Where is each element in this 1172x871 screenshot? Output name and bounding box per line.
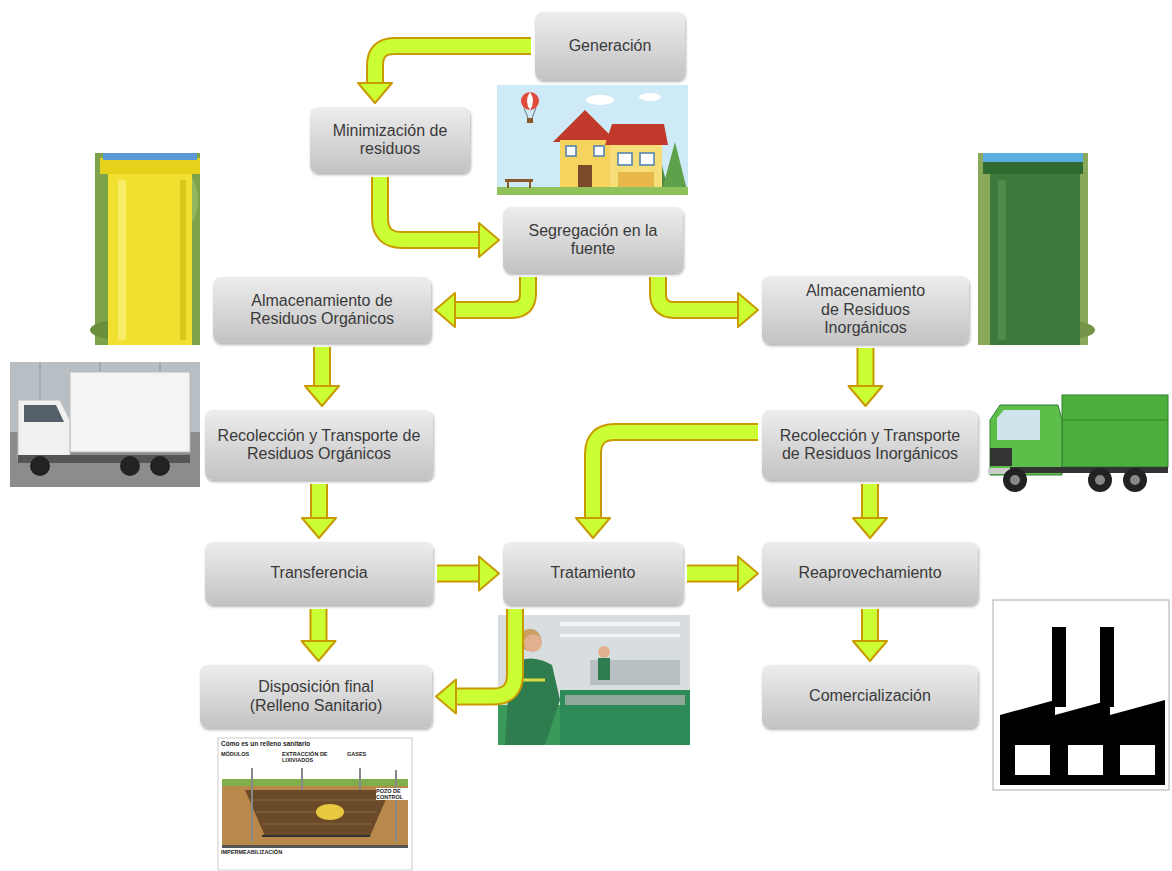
yellow-bin xyxy=(90,153,200,345)
box-label: Recolección y Transporte de Residuos Org… xyxy=(216,427,422,464)
arrow-outline xyxy=(380,177,481,240)
flow-arrow xyxy=(849,348,883,406)
arrow-shaft xyxy=(437,567,481,581)
box-label: Disposición final (Relleno Sanitario) xyxy=(229,678,404,715)
flow-arrow xyxy=(302,609,336,661)
arrow-head xyxy=(738,293,758,327)
arrow-shaft xyxy=(863,484,877,520)
box-label: Comercialización xyxy=(809,687,931,705)
arrow-head xyxy=(738,557,758,591)
illustration-label: EXTRACCIÓN DE LIXIVIADOS xyxy=(282,751,334,763)
arrow-outline xyxy=(313,347,331,388)
arrow-outline xyxy=(593,432,758,520)
arrow-head xyxy=(479,557,499,591)
arrow-head xyxy=(576,518,610,538)
process-box: Disposición final (Relleno Sanitario) xyxy=(200,665,432,728)
arrow-head xyxy=(302,641,336,661)
illustration-label: IMPERMEABILIZACIÓN xyxy=(221,849,282,855)
arrow-shaft xyxy=(593,432,758,520)
process-box: Minimización de residuos xyxy=(310,107,470,173)
process-box: Transferencia xyxy=(205,542,433,605)
flow-arrow xyxy=(437,557,499,591)
flow-arrow xyxy=(853,609,887,661)
process-box: Reaprovechamiento xyxy=(762,542,978,605)
process-box: Comercialización xyxy=(762,665,978,728)
flow-arrow xyxy=(305,347,339,406)
arrow-shaft xyxy=(859,348,873,388)
arrow-shaft xyxy=(658,277,740,310)
box-label: Tratamiento xyxy=(551,564,636,582)
arrow-outline xyxy=(857,348,875,388)
arrow-head xyxy=(358,83,392,103)
arrow-outline xyxy=(658,277,740,310)
flow-arrow xyxy=(380,177,499,257)
box-label: Almacenamiento de Residuos Inorgánicos xyxy=(798,282,933,337)
arrow-head xyxy=(853,641,887,661)
factory-icon xyxy=(993,600,1169,790)
arrow-outline xyxy=(861,484,879,520)
process-box: Almacenamiento de Residuos Inorgánicos xyxy=(762,276,969,344)
flow-arrow xyxy=(687,557,758,591)
arrow-shaft xyxy=(312,609,326,643)
flow-arrow xyxy=(658,277,758,327)
arrow-head xyxy=(436,680,456,714)
green-truck xyxy=(988,395,1168,492)
arrow-shaft xyxy=(687,567,740,581)
flow-arrow xyxy=(576,432,758,538)
arrow-shaft xyxy=(380,177,481,240)
flow-arrow xyxy=(358,46,531,103)
arrow-shaft xyxy=(453,277,528,310)
box-label: Generación xyxy=(569,37,652,55)
flow-arrow xyxy=(436,609,515,714)
box-label: Almacenamiento de Residuos Orgánicos xyxy=(224,292,420,329)
box-label: Segregación en la fuente xyxy=(514,222,672,259)
arrow-head xyxy=(479,223,499,257)
box-label: Reaprovechamiento xyxy=(798,564,941,582)
arrow-outline xyxy=(453,277,528,310)
arrow-head xyxy=(302,518,336,538)
process-box: Generación xyxy=(535,12,685,80)
process-box: Recolección y Transporte de Residuos Org… xyxy=(205,410,433,480)
illustration-label: Cómo es un relleno sanitario xyxy=(221,740,310,747)
arrow-outline xyxy=(687,565,740,583)
landfill-illustration xyxy=(218,738,412,870)
flow-arrow xyxy=(435,277,528,327)
arrow-shaft xyxy=(454,609,515,697)
sorting-photo xyxy=(498,615,690,745)
flow-arrow xyxy=(853,484,887,538)
arrow-head xyxy=(305,386,339,406)
arrow-outline xyxy=(310,609,328,643)
flow-arrow xyxy=(302,484,336,538)
arrow-head xyxy=(853,518,887,538)
arrow-shaft xyxy=(375,46,531,85)
arrow-head xyxy=(849,386,883,406)
illustration-label: GASES xyxy=(347,751,366,757)
arrow-head xyxy=(435,293,455,327)
arrow-outline xyxy=(310,484,328,520)
white-truck xyxy=(10,362,200,487)
box-label: Minimización de residuos xyxy=(321,122,459,159)
arrow-outline xyxy=(437,565,481,583)
box-label: Transferencia xyxy=(270,564,367,582)
process-box: Almacenamiento de Residuos Orgánicos xyxy=(213,277,431,343)
box-label: Recolección y Transporte de Residuos Ino… xyxy=(773,427,967,464)
arrow-shaft xyxy=(312,484,326,520)
arrow-shaft xyxy=(315,347,329,388)
arrow-outline xyxy=(861,609,879,643)
house-scene xyxy=(497,85,688,195)
arrow-outline xyxy=(375,46,531,85)
arrow-shaft xyxy=(863,609,877,643)
process-box: Segregación en la fuente xyxy=(503,207,683,273)
process-box: Tratamiento xyxy=(503,542,683,605)
green-bin xyxy=(978,153,1095,345)
process-box: Recolección y Transporte de Residuos Ino… xyxy=(762,410,978,480)
illustration-label: POZO DE CONTROL xyxy=(376,788,410,800)
arrow-outline xyxy=(454,609,515,697)
illustration-label: MÓDULOS xyxy=(221,751,249,757)
